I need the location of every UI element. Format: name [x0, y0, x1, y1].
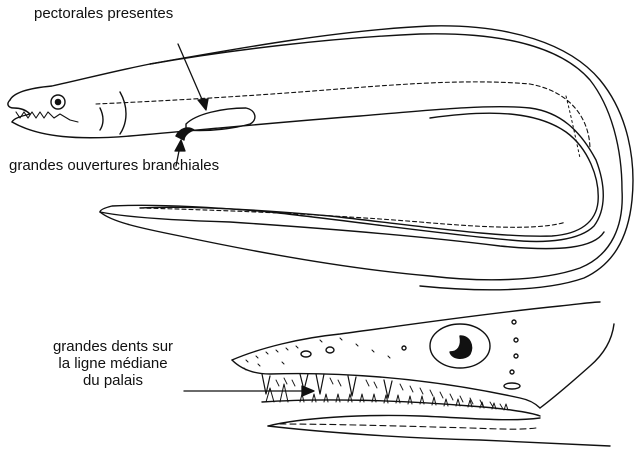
nostril-1	[301, 351, 311, 357]
head-back-outline	[540, 324, 614, 408]
eel-pupil	[55, 99, 60, 104]
head-dorsal-outline	[232, 302, 600, 360]
label-palatine-teeth: grandes dents sur la ligne médiane du pa…	[18, 338, 208, 389]
label-gill-openings: grandes ouvertures branchiales	[9, 157, 219, 174]
jaw-pore-line	[280, 424, 536, 429]
eel-lateral-line	[96, 82, 590, 150]
eel-opercle	[100, 108, 103, 130]
eel-tail-lateral-line	[140, 208, 566, 227]
head-pore	[514, 354, 518, 358]
label-palatine-teeth-line1: grandes dents sur	[18, 338, 208, 355]
pectoral-arrowhead	[198, 99, 208, 110]
head-closeup-drawing	[232, 302, 614, 446]
snout-speckles	[244, 338, 390, 370]
head-pore	[402, 346, 406, 350]
label-palatine-teeth-line2: la ligne médiane	[18, 355, 208, 372]
head-pore	[512, 320, 516, 324]
head-pore	[514, 338, 518, 342]
lower-jaw-bottom	[268, 415, 540, 426]
head-pupil	[450, 336, 472, 358]
head-pore	[504, 383, 520, 389]
palate-arrowhead	[302, 386, 314, 396]
eel-inner-loop	[140, 113, 598, 236]
nostril-2	[326, 347, 334, 353]
eel-gill-opening	[176, 128, 194, 140]
eel-snout	[8, 100, 30, 122]
eel-ventral-outline	[12, 107, 603, 242]
pectoral-arrow-line	[178, 44, 204, 104]
annotation-arrows-top	[175, 44, 208, 166]
gill-arrowhead	[175, 140, 185, 151]
head-pore	[510, 370, 514, 374]
eel-pectoral-fin	[186, 108, 255, 131]
eel-dorsal-fin-outer	[150, 26, 633, 290]
eel-jaw-teeth	[16, 112, 78, 122]
eel-gill-cover	[120, 92, 126, 134]
head-ventral-outline	[268, 426, 610, 446]
label-palatine-teeth-line3: du palais	[18, 372, 208, 389]
label-pectoral-fins: pectorales presentes	[34, 5, 173, 22]
